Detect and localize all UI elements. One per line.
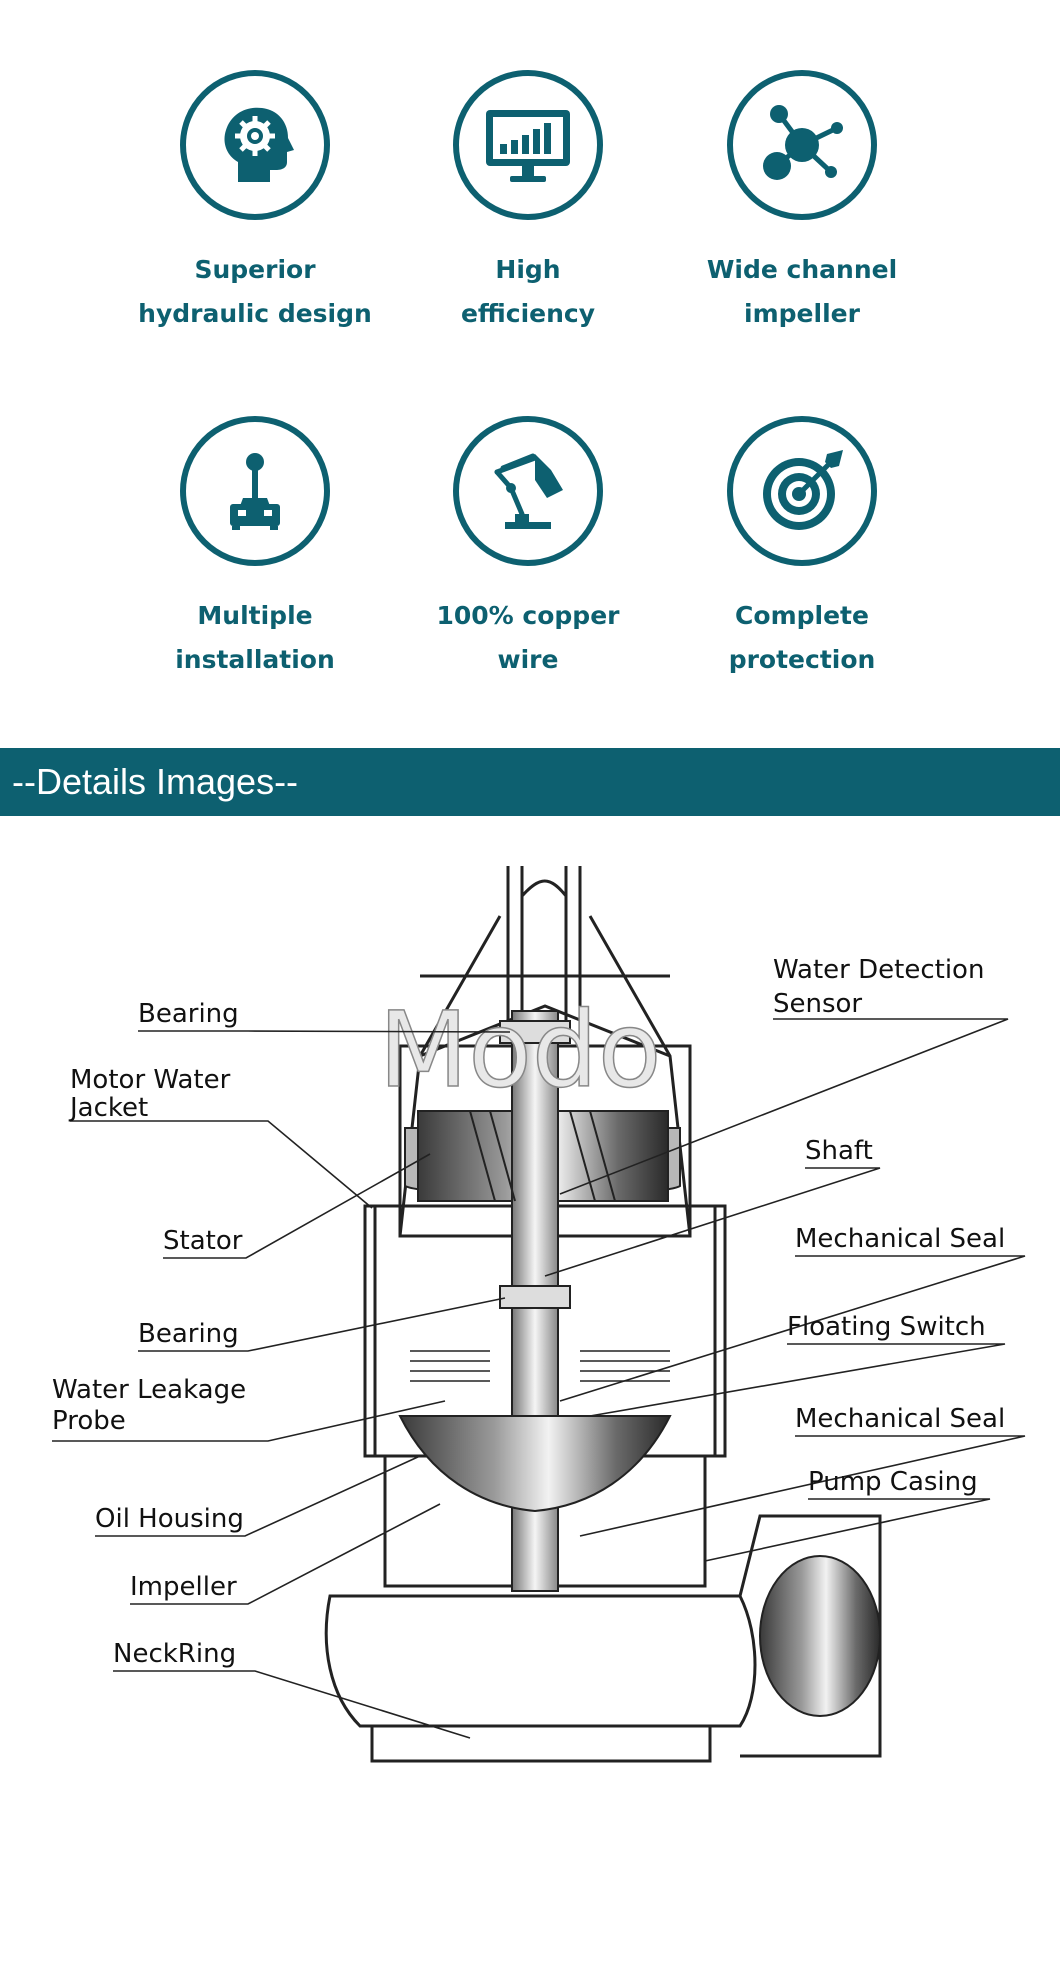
desk-lamp-icon bbox=[494, 453, 563, 529]
feature-icon-circle bbox=[180, 70, 330, 220]
rotor-windings bbox=[469, 1110, 616, 1202]
feature-label-line: impeller bbox=[744, 299, 860, 328]
feature-label-line: installation bbox=[175, 645, 335, 674]
feature-label-line: efficiency bbox=[460, 299, 596, 328]
feature-label-line: wire bbox=[497, 645, 559, 674]
outlet bbox=[759, 1555, 881, 1717]
target-arrow-icon bbox=[763, 450, 843, 530]
label-neckring: NeckRing bbox=[113, 1639, 236, 1669]
feature-label: High efficiency bbox=[378, 248, 678, 336]
label-motor-water-1: Motor Water bbox=[70, 1065, 231, 1095]
feature-icon-circle bbox=[727, 416, 877, 566]
feature-label-line: Complete bbox=[735, 601, 869, 630]
feature-label: 100% copper wire bbox=[378, 594, 678, 682]
head-gears-icon bbox=[224, 107, 294, 182]
feature-icon-circle bbox=[453, 70, 603, 220]
feature-hydraulic: Superior hydraulic design bbox=[105, 70, 405, 336]
label-bearing-lower: Bearing bbox=[138, 1319, 239, 1349]
feature-copper: 100% copper wire bbox=[378, 416, 678, 682]
feature-label-line: Multiple bbox=[197, 601, 313, 630]
pump-body bbox=[324, 866, 882, 1763]
feature-protection: Complete protection bbox=[652, 416, 952, 682]
label-oil-housing: Oil Housing bbox=[95, 1504, 244, 1534]
label-mechanical-seal-upper: Mechanical Seal bbox=[795, 1224, 1005, 1254]
label-floating-switch: Floating Switch bbox=[787, 1312, 986, 1342]
feature-grid: Superior hydraulic design High efficienc… bbox=[0, 0, 1060, 740]
section-banner: --Details Images-- bbox=[0, 748, 1060, 816]
feature-impeller: Wide channel impeller bbox=[652, 70, 952, 336]
label-water-leakage-2: Probe bbox=[52, 1406, 126, 1436]
feature-installation: Multiple installation bbox=[105, 416, 405, 682]
feature-label-line: High bbox=[495, 255, 561, 284]
labels-right: Water Detection Sensor Shaft Mechanical … bbox=[773, 955, 1005, 1497]
feature-label-line: Superior bbox=[194, 255, 316, 284]
feature-label: Superior hydraulic design bbox=[105, 248, 405, 336]
label-pump-casing: Pump Casing bbox=[808, 1467, 978, 1497]
monitor-chart-icon bbox=[486, 110, 570, 182]
label-motor-water-2: Jacket bbox=[68, 1093, 148, 1123]
joystick-icon bbox=[230, 453, 280, 530]
feature-label: Complete protection bbox=[652, 594, 952, 682]
impeller bbox=[398, 1415, 672, 1513]
label-bearing-upper: Bearing bbox=[138, 999, 239, 1029]
lower-bearing bbox=[499, 1285, 571, 1309]
feature-icon-circle bbox=[453, 416, 603, 566]
feature-icon-circle bbox=[727, 70, 877, 220]
label-stator: Stator bbox=[163, 1226, 243, 1256]
feature-efficiency: High efficiency bbox=[378, 70, 678, 336]
labels-left: Bearing Motor Water Jacket Stator Bearin… bbox=[52, 999, 246, 1669]
feature-label-line: protection bbox=[728, 645, 876, 674]
pump-diagram: Modo Bearing Motor Water Jacket Stator B… bbox=[0, 816, 1060, 1961]
feature-label: Wide channel impeller bbox=[652, 248, 952, 336]
feature-label-line: hydraulic design bbox=[138, 299, 372, 328]
pump-cross-section: Modo Bearing Motor Water Jacket Stator B… bbox=[52, 866, 1026, 1763]
feature-label-line: Wide channel bbox=[706, 255, 898, 284]
label-water-detection-2: Sensor bbox=[773, 989, 862, 1019]
label-impeller: Impeller bbox=[130, 1572, 237, 1602]
molecule-network-icon bbox=[763, 105, 843, 180]
label-water-leakage-1: Water Leakage bbox=[52, 1375, 246, 1405]
oil-housing-hatch bbox=[410, 1350, 670, 1382]
label-water-detection-1: Water Detection bbox=[773, 955, 984, 985]
feature-label: Multiple installation bbox=[105, 594, 405, 682]
watermark: Modo bbox=[378, 989, 661, 1111]
label-mechanical-seal-lower: Mechanical Seal bbox=[795, 1404, 1005, 1434]
leader-lines bbox=[52, 1018, 1026, 1739]
label-shaft: Shaft bbox=[805, 1136, 873, 1166]
feature-icon-circle bbox=[180, 416, 330, 566]
feature-label-line: 100% copper bbox=[436, 601, 620, 630]
